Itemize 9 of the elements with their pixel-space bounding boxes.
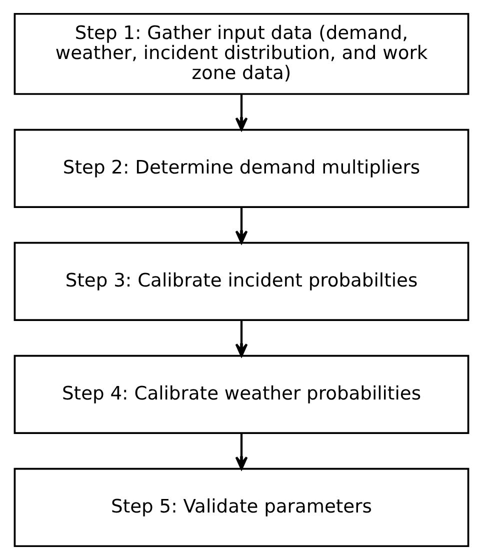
arrow bbox=[234, 94, 248, 131]
node-box: Step 5: Validate parameters bbox=[13, 468, 469, 548]
arrow bbox=[234, 207, 248, 244]
node-box: Step 1: Gather input data (demand, weather, incident distribution, and work zone data) bbox=[13, 12, 469, 95]
node-box: Step 4: Calibrate weather probabilities bbox=[13, 354, 469, 434]
arrow bbox=[234, 433, 248, 470]
node-box: Step 3: Calibrate incident probabilties bbox=[13, 242, 469, 321]
arrow bbox=[234, 320, 248, 357]
node-box: Step 2: Determine demand multipliers bbox=[13, 128, 469, 208]
